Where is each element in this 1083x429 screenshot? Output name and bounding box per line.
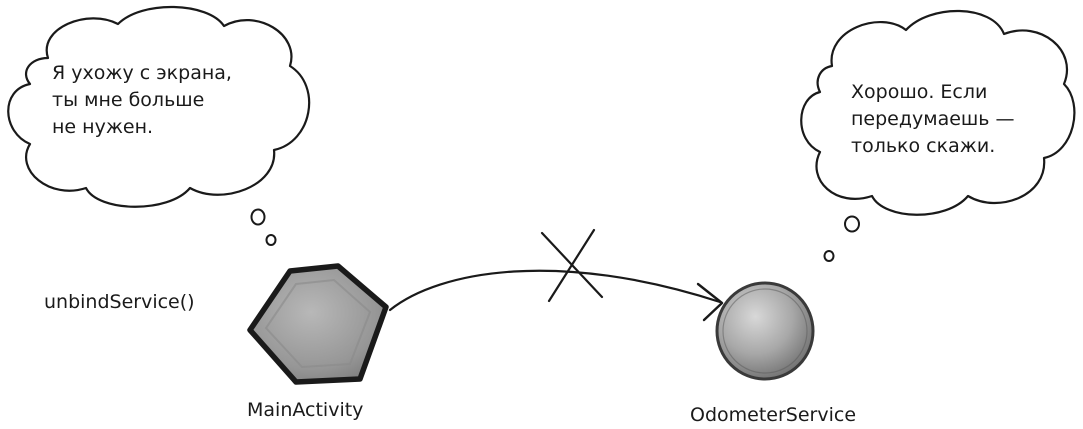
thought-right-line-1: Хорошо. Если bbox=[851, 81, 988, 103]
sphere-icon bbox=[715, 281, 815, 381]
cross-mark-icon bbox=[540, 228, 604, 303]
thought-left-line-2: ты мне больше bbox=[52, 89, 205, 111]
thought-cloud-right bbox=[800, 9, 1076, 216]
arrow-head-icon bbox=[696, 282, 724, 322]
main-activity-label: MainActivity bbox=[247, 399, 364, 421]
connection-line bbox=[388, 269, 722, 312]
odometer-service-label: OdometerService bbox=[690, 404, 857, 426]
thought-dot-right-large bbox=[844, 215, 860, 233]
thought-dot-left-large bbox=[250, 208, 266, 226]
thought-dot-right-small bbox=[823, 250, 835, 262]
thought-left-text: Я ухожу с экрана, ты мне больше не нужен… bbox=[52, 60, 232, 141]
thought-left-line-1: Я ухожу с экрана, bbox=[52, 62, 232, 84]
thought-cloud-left bbox=[7, 5, 311, 208]
thought-right-line-3: только скажи. bbox=[851, 135, 996, 157]
thought-left-line-3: не нужен. bbox=[52, 116, 154, 138]
thought-right-line-2: передумаешь — bbox=[851, 108, 1015, 130]
main-activity-node bbox=[247, 263, 389, 385]
odometer-service-node bbox=[715, 281, 815, 381]
thought-dot-left-small bbox=[265, 234, 277, 246]
thought-right-text: Хорошо. Если передумаешь — только скажи. bbox=[851, 79, 1015, 160]
call-label: unbindService() bbox=[44, 291, 195, 313]
